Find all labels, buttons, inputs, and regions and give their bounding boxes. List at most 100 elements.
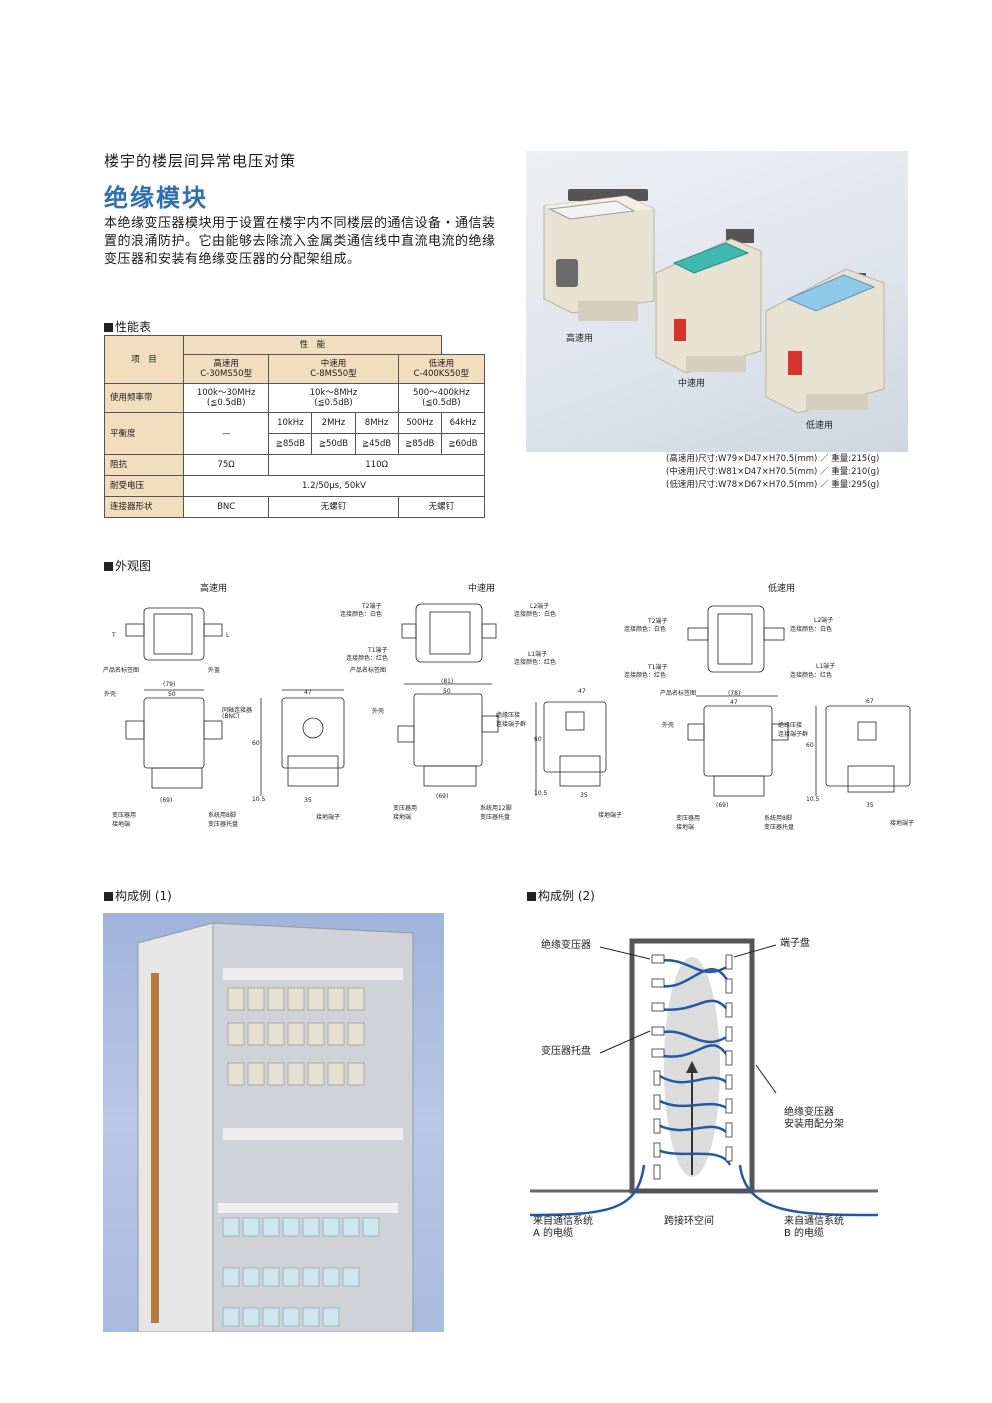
impedance-mid-low: 110Ω — [268, 454, 485, 476]
balance-value: ≧60dB — [440, 433, 486, 455]
mid-t2-label: T2端子 — [362, 603, 382, 610]
label-jumper-space: 跨接环空间 — [664, 1216, 714, 1227]
impedance-label: 阻抗 — [104, 454, 184, 476]
high-dim-b: (69) — [160, 797, 173, 804]
balance-freq: 8MHz — [354, 412, 399, 434]
dims-mid: (中速用)尺寸:W81×D47×H70.5(mm) ／ 重量:210(g) — [666, 467, 880, 477]
mid-t2-color: 连接颜色：白色 — [340, 611, 383, 618]
balance-value: ≧85dB — [397, 433, 442, 455]
high-cover-label: 外盖 — [208, 667, 221, 674]
freq-mid: 10k～8MHz (≦0.5dB) — [268, 383, 399, 413]
high-tray-label: 系统用8脚 变压器托盘 — [208, 812, 239, 828]
mid-dim-w: (81) — [441, 678, 454, 685]
withstand-label: 耐受电压 — [104, 475, 184, 497]
view-title-mid: 中速用 — [468, 584, 496, 594]
mid-mount-label: 变压器用 接地端 — [393, 805, 418, 821]
example1-section-title: 构成例 (1) — [104, 887, 172, 904]
mid-l1-label: L1端子 — [528, 651, 548, 658]
low-l1-color: 连接颜色：红色 — [790, 672, 833, 679]
high-mfr-label: 产品名标签图 — [103, 667, 140, 674]
balance-freq: 2MHz — [311, 412, 356, 434]
label-cable-a: 来自通信系统 A 的电缆 — [533, 1216, 593, 1239]
label-transformer-tray: 变压器托盘 — [541, 1046, 591, 1057]
product-photo — [526, 151, 908, 452]
high-dim-b2: 35 — [304, 797, 312, 804]
high-dim-w2: 50 — [168, 691, 176, 698]
mid-l1-color: 连接颜色：红色 — [514, 659, 557, 666]
view-title-high: 高速用 — [200, 584, 228, 594]
dims-high: (高速用)尺寸:W79×D47×H70.5(mm) ／ 重量:215(g) — [666, 454, 880, 464]
low-dim-w: (78) — [728, 690, 741, 697]
page-title: 绝缘模块 — [104, 184, 208, 212]
spec-table: 项 目 性 能 高速用 C-30MS50型 中速用 C-8MS50型 低速用 C… — [104, 335, 486, 518]
high-dim-h: 60 — [252, 740, 260, 747]
label-transformer: 绝缘变压器 — [541, 940, 591, 951]
low-dim-d: 67 — [866, 698, 874, 705]
mid-ground-label: 接地端子 — [598, 812, 623, 819]
high-dim-h2: 10.5 — [252, 796, 266, 803]
low-dim-w2: 47 — [730, 699, 738, 706]
mid-dim-b2: 35 — [580, 792, 588, 799]
mid-dim-w2: 50 — [443, 688, 451, 695]
intro-paragraph: 本绝缘变压器模块用于设置在楼宇内不同楼层的通信设备・通信装置的浪涌防护。它由能够… — [104, 216, 496, 267]
low-case-label: 外壳 — [662, 722, 675, 729]
high-case-label: 外壳 — [104, 691, 117, 698]
balance-value: ≧45dB — [354, 433, 399, 455]
rack-photo-illustration — [137, 922, 414, 1333]
spec-section-title: 性能表 — [104, 318, 151, 335]
high-bnc-label: (BNC) — [222, 713, 240, 720]
mid-dim-d: 47 — [578, 688, 586, 695]
mid-t1-color: 连接颜色：红色 — [346, 655, 389, 662]
rack-photo — [103, 913, 444, 1333]
low-l1-label: L1端子 — [816, 663, 836, 670]
low-t1-color: 连接颜色：红色 — [624, 672, 667, 679]
low-dim-h2: 10.5 — [806, 796, 820, 803]
connector-mid: 无螺钉 — [268, 496, 399, 518]
mid-l2-color: 连接颜色：白色 — [514, 611, 557, 618]
photo-label-high: 高速用 — [566, 334, 594, 344]
example2-section-title: 构成例 (2) — [527, 887, 595, 904]
distribution-frame-diagram — [529, 938, 879, 1217]
label-terminal-block: 端子盘 — [780, 938, 810, 949]
low-dim-b: (69) — [716, 802, 729, 809]
high-connector-label: 同轴连接器 — [222, 707, 253, 714]
balance-freq: 64kHz — [440, 412, 486, 434]
mid-speed-module — [655, 229, 762, 374]
low-mount-label: 变压器用 接地端 — [676, 815, 701, 831]
low-t2-label: T2端子 — [648, 618, 668, 625]
product-photo-illustration — [543, 189, 885, 414]
mid-t1-label: T1端子 — [368, 647, 388, 654]
withstand-value: 1.2/50μs, 50kV — [183, 475, 485, 497]
page-subtitle: 楼宇的楼层间异常电压对策 — [104, 152, 297, 170]
balance-freq: 10kHz — [268, 412, 313, 434]
photo-label-mid: 中速用 — [678, 379, 706, 389]
model-low: 低速用 C-400KS50型 — [397, 354, 486, 384]
mid-term-label: 绝缘压接 连接端子群 — [496, 712, 527, 728]
low-t1-label: T1端子 — [648, 664, 668, 671]
low-dim-h: 60 — [806, 742, 814, 749]
low-ground-label: 接地端子 — [890, 820, 915, 827]
mid-dim-b: (69) — [436, 793, 449, 800]
low-l2-label: L2端子 — [814, 617, 834, 624]
connector-high: BNC — [182, 496, 270, 518]
connector-low: 无螺钉 — [397, 496, 486, 518]
balance-value: ≧85dB — [268, 433, 313, 455]
drawings-section-title: 外观图 — [104, 557, 151, 574]
label-frame: 绝缘变压器 安装用配分架 — [784, 1107, 844, 1130]
mid-case-label: 外壳 — [372, 708, 385, 715]
high-t-label: T — [112, 632, 116, 639]
model-mid: 中速用 C-8MS50型 — [268, 354, 399, 384]
low-t2-color: 连接颜色：白色 — [624, 626, 667, 633]
label-cable-b: 来自通信系统 B 的电缆 — [784, 1216, 844, 1239]
view-title-low: 低速用 — [768, 584, 796, 594]
low-l2-color: 连接颜色：白色 — [790, 626, 833, 633]
high-speed-module — [543, 189, 655, 321]
high-dim-d: 47 — [304, 689, 312, 696]
high-ground-label: 接地端子 — [316, 814, 341, 821]
col-perf-header: 性 能 — [183, 335, 442, 355]
freq-low: 500～400kHz (≦0.5dB) — [397, 383, 486, 413]
photo-label-low: 低速用 — [806, 421, 834, 431]
dimensions-list: (高速用)尺寸:W79×D47×H70.5(mm) ／ 重量:215(g) (中… — [666, 453, 879, 492]
balance-value: ≧50dB — [311, 433, 356, 455]
balance-freq: 500Hz — [397, 412, 442, 434]
